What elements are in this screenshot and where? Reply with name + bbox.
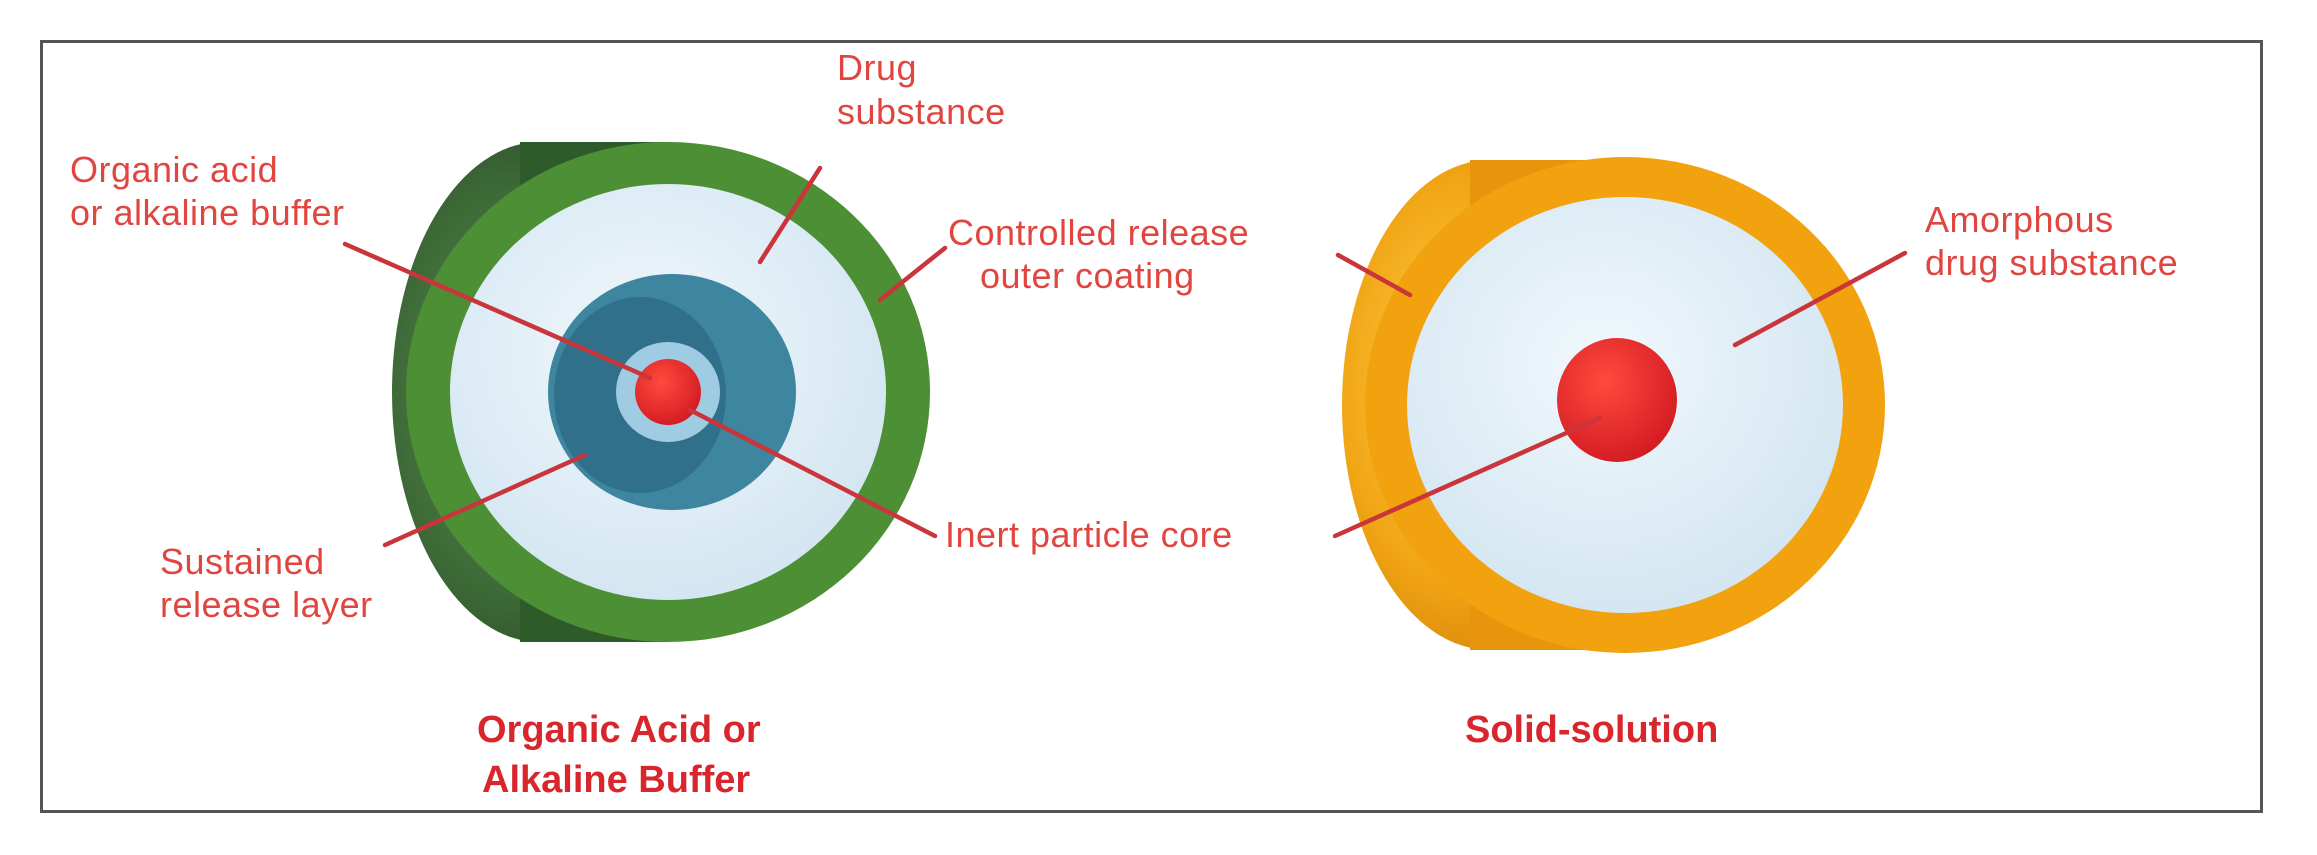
solid-solution-particle — [1342, 157, 1885, 653]
inert-core-right — [1557, 338, 1677, 462]
leader-controlled-release — [877, 245, 948, 303]
leader-inert-core-right — [1332, 415, 1603, 539]
label-organic-acid: Organic acid or alkaline buffer — [70, 149, 345, 233]
organic-acid-particle — [392, 142, 930, 642]
leader-drug-substance — [757, 165, 823, 265]
caption-right: Solid-solution — [1465, 709, 1718, 751]
label-controlled-release: Controlled release outer coating — [948, 212, 1260, 296]
leader-amorphous-drug — [1732, 250, 1908, 348]
leader-orange-coating — [1335, 252, 1413, 298]
label-drug-substance: Drug substance — [837, 47, 1006, 132]
label-sustained-release: Sustained release layer — [160, 541, 373, 625]
leader-inert-core-left — [687, 407, 938, 539]
leader-sustained-release — [382, 452, 588, 548]
label-inert-core: Inert particle core — [945, 514, 1233, 555]
inert-core-left — [635, 359, 701, 425]
caption-left: Organic Acid or Alkaline Buffer — [477, 709, 771, 801]
label-amorphous: Amorphous drug substance — [1925, 199, 2178, 283]
leader-organic-acid — [342, 241, 653, 381]
leader-lines — [342, 165, 1908, 548]
